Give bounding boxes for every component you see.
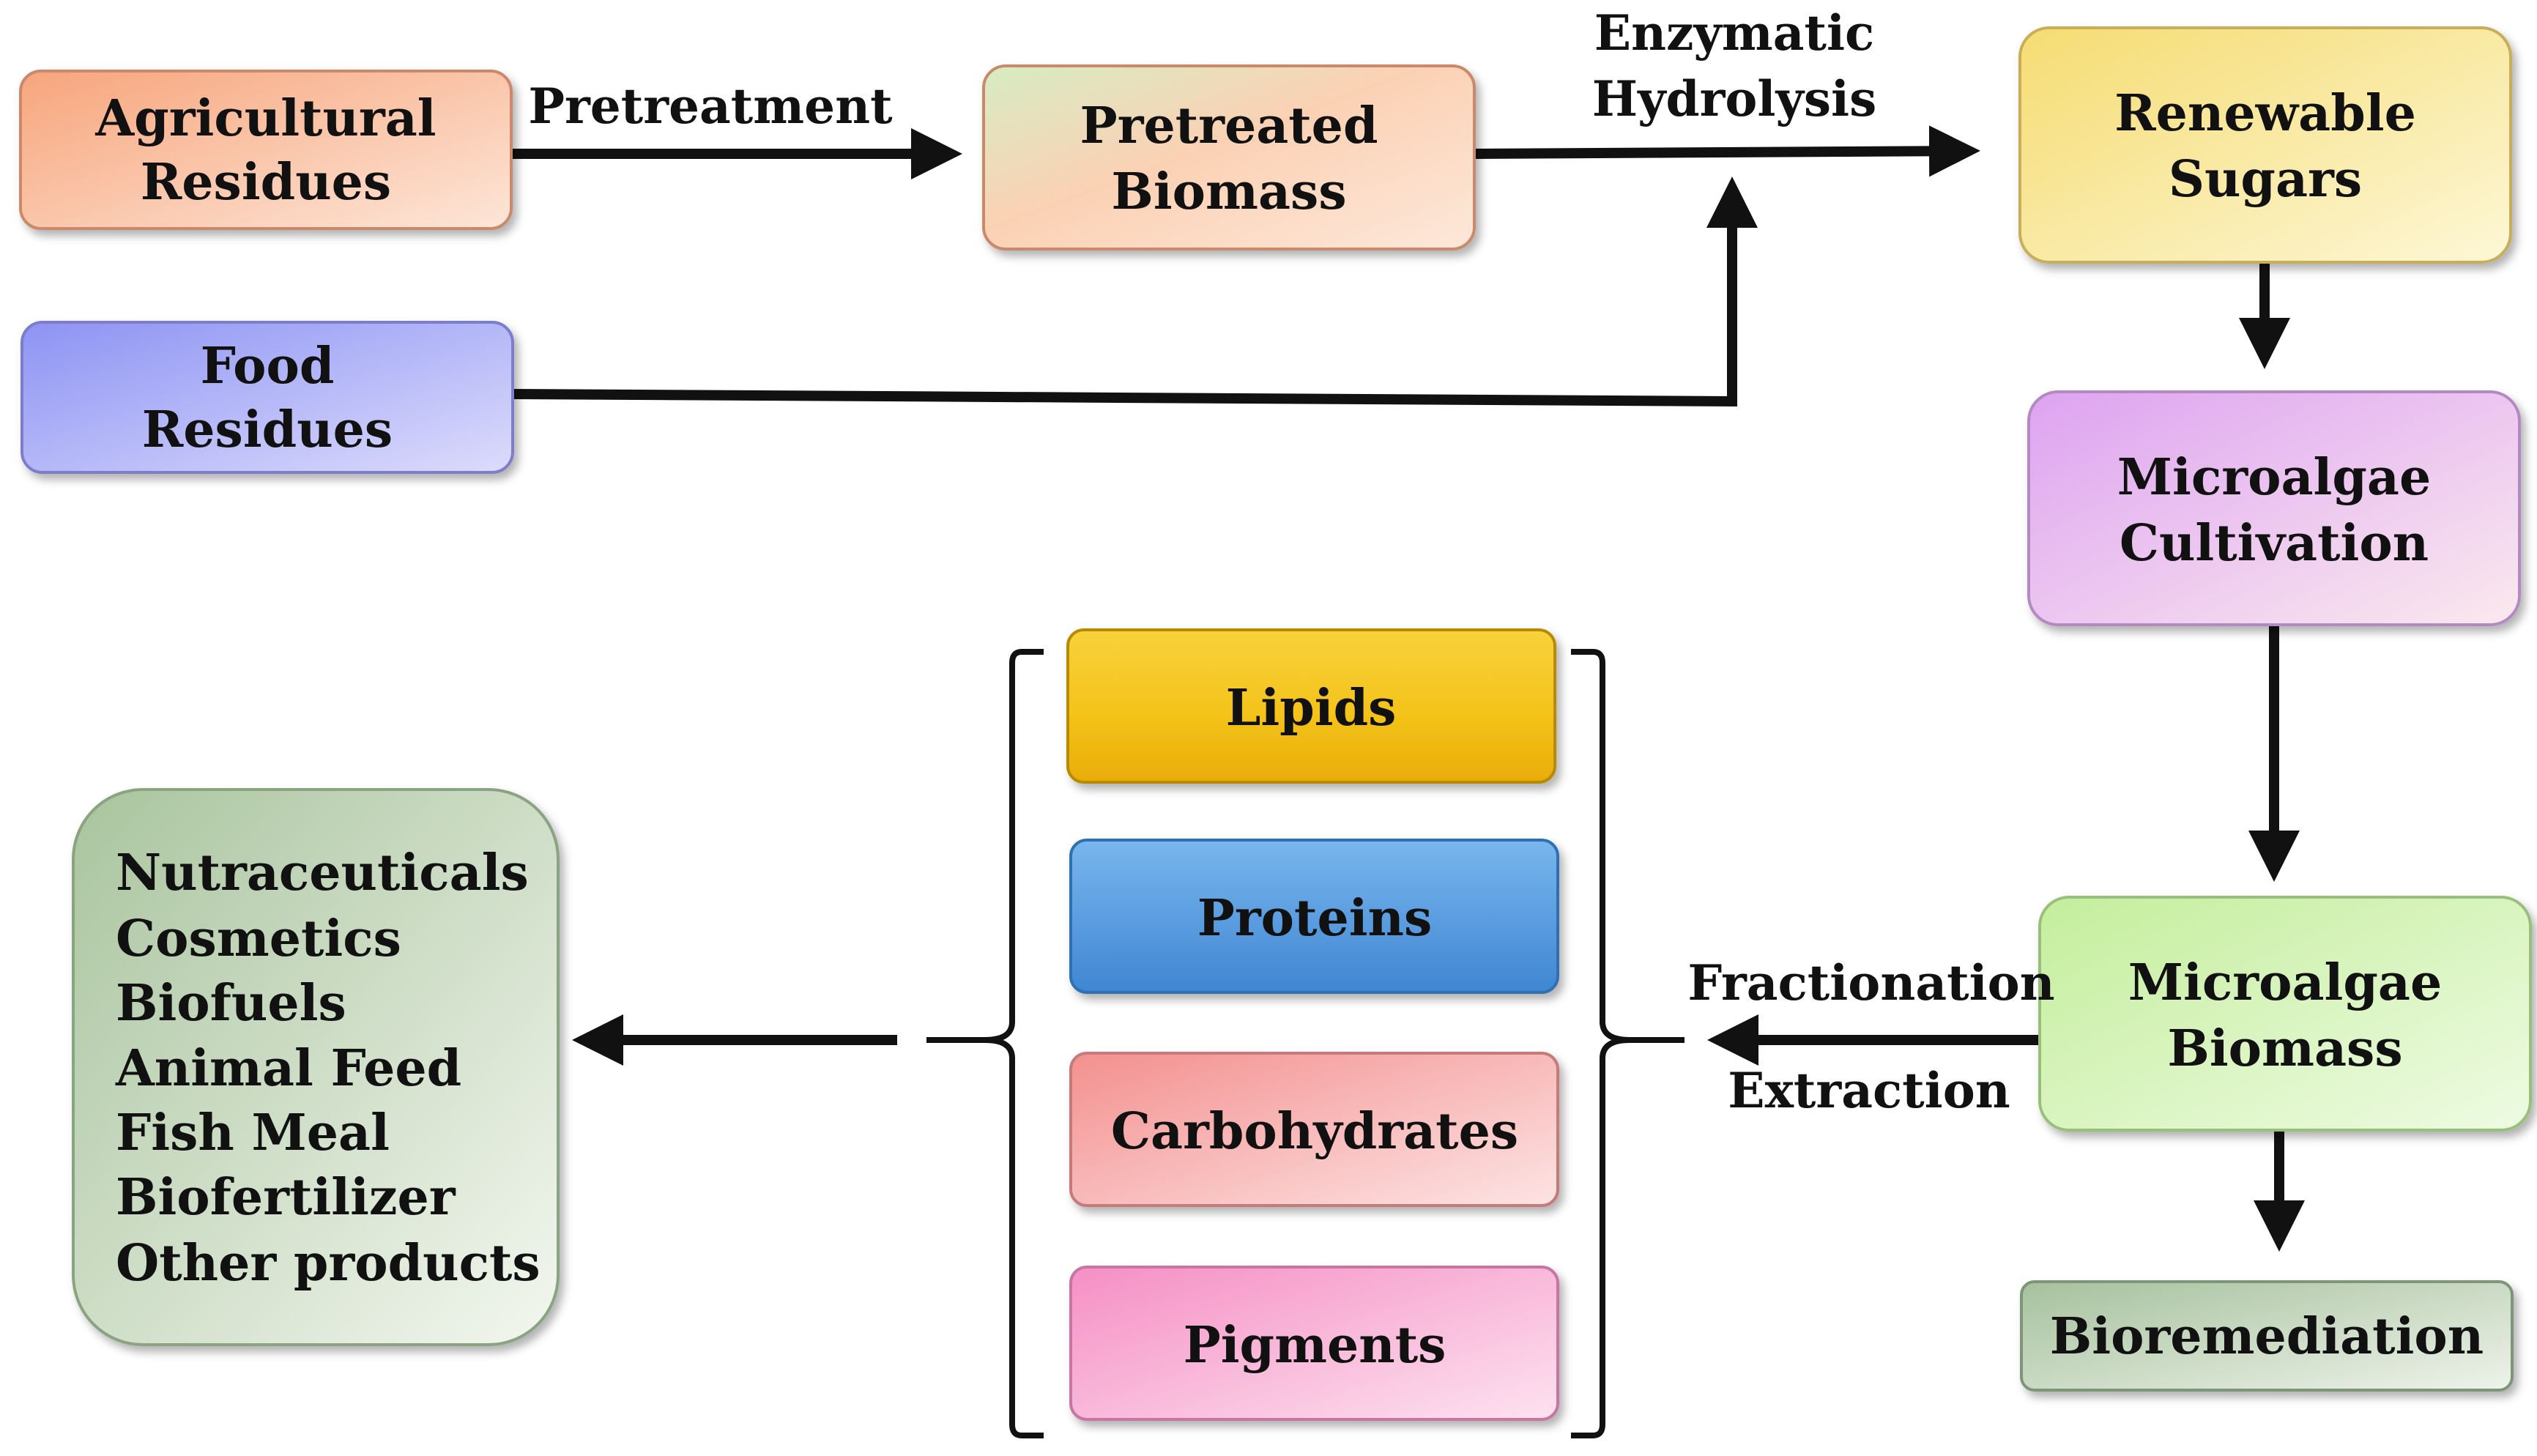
connectors (512, 125, 2305, 1252)
lipids-label: Lipids (1226, 679, 1397, 738)
food-residues-line1: Food (201, 337, 335, 395)
node-products: Nutraceuticals Cosmetics Biofuels Animal… (72, 788, 560, 1346)
node-pigments: Pigments (1069, 1266, 1559, 1421)
edge-label-pretreatment: Pretreatment (528, 78, 893, 135)
node-bioremediation: Bioremediation (2020, 1280, 2514, 1392)
bioremediation-label: Bioremediation (2050, 1307, 2484, 1366)
renewable-sugars-line2: Sugars (2169, 150, 2362, 209)
arrow-food-to-hydrolysis (512, 177, 1758, 407)
agricultural-residues-line1: Agricultural (94, 89, 436, 148)
right-curly-bracket (1571, 649, 1630, 1438)
product-item-2: Biofuels (116, 974, 346, 1033)
product-item-0: Nutraceuticals (116, 844, 529, 902)
node-pretreated-biomass: Pretreated Biomass (982, 64, 1476, 250)
pretreated-biomass-line2: Biomass (1111, 163, 1346, 221)
product-item-6: Other products (116, 1234, 541, 1293)
pretreated-biomass-line1: Pretreated (1080, 97, 1378, 155)
node-agricultural-residues: Agricultural Residues (19, 70, 513, 230)
food-residues-line2: Residues (142, 401, 393, 459)
product-item-3: Animal Feed (115, 1039, 461, 1098)
pigments-label: Pigments (1184, 1316, 1446, 1375)
node-microalgae-cultivation: Microalgae Cultivation (2027, 390, 2521, 626)
node-renewable-sugars: Renewable Sugars (2018, 26, 2512, 264)
microalgae-cultivation-line1: Microalgae (2117, 448, 2431, 507)
edge-label-fractionation: Fractionation (1687, 954, 2054, 1011)
node-lipids: Lipids (1066, 628, 1556, 784)
edge-label-extraction: Extraction (1728, 1062, 2010, 1119)
edge-label-hydrolysis: Hydrolysis (1592, 70, 1876, 127)
node-microalgae-biomass: Microalgae Biomass (2038, 896, 2532, 1132)
node-carbohydrates: Carbohydrates (1069, 1052, 1559, 1207)
node-food-residues: Food Residues (21, 321, 514, 474)
microalgae-cultivation-line2: Cultivation (2120, 514, 2429, 573)
edge-label-enzymatic: Enzymatic (1594, 4, 1874, 62)
product-item-5: Biofertilizer (116, 1168, 456, 1227)
microalgae-biomass-line1: Microalgae (2128, 954, 2442, 1012)
product-item-4: Fish Meal (116, 1104, 390, 1162)
agricultural-residues-line2: Residues (141, 153, 391, 212)
renewable-sugars-line1: Renewable (2114, 84, 2416, 143)
product-item-1: Cosmetics (116, 910, 401, 968)
carbohydrates-label: Carbohydrates (1111, 1102, 1518, 1161)
microalgae-biomass-line2: Biomass (2167, 1019, 2402, 1078)
fractions-brackets (926, 649, 1684, 1438)
proteins-label: Proteins (1197, 889, 1433, 948)
node-proteins: Proteins (1069, 839, 1559, 994)
arrow-pretreated-to-sugars (1475, 125, 1980, 177)
left-curly-bracket (984, 649, 1044, 1438)
